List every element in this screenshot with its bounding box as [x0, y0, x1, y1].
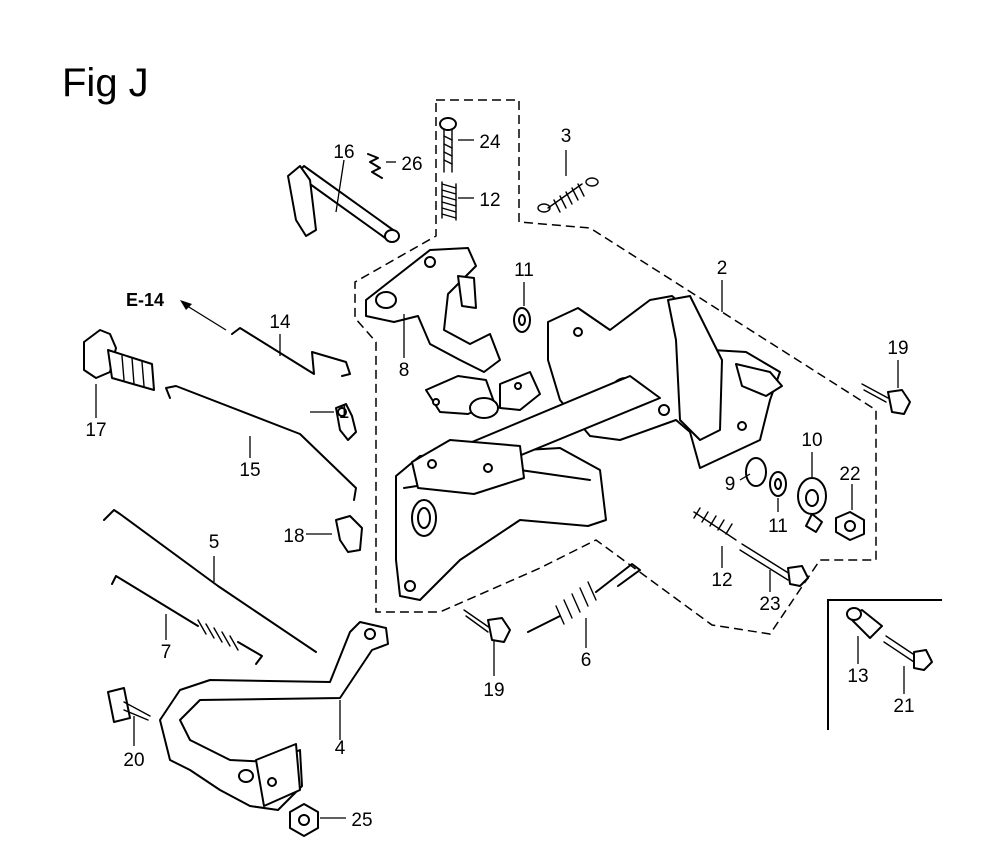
callout-16: 16 [333, 142, 354, 163]
callout-9: 9 [725, 474, 736, 495]
callout-13: 13 [847, 666, 868, 687]
throttle-rod [165, 385, 357, 501]
figure-title: Fig J [62, 61, 149, 105]
callout-17: 17 [85, 420, 106, 441]
callout-22: 22 [839, 464, 860, 485]
spring-3 [537, 177, 599, 213]
clip [367, 153, 383, 179]
washer-9 [745, 457, 767, 487]
reference-label: E-14 [126, 290, 164, 310]
callout-25: 25 [351, 810, 372, 831]
bolt-20 [107, 687, 151, 723]
callout-14: 14 [269, 312, 291, 333]
control-base-plate [547, 295, 783, 469]
washer-upper [513, 307, 531, 333]
callout-10: 10 [801, 430, 822, 451]
collar-13 [846, 607, 883, 639]
callout-23: 23 [759, 594, 780, 615]
bolt-19-upper [861, 383, 911, 415]
brake-arm [159, 621, 389, 811]
nut-22 [835, 511, 865, 541]
governor-spring [111, 575, 263, 665]
callout-7: 7 [161, 642, 172, 663]
callout-19-lower: 19 [483, 680, 504, 701]
callout-4: 4 [335, 738, 346, 759]
callout-15: 15 [239, 460, 260, 481]
callout-labels: 1 2 3 4 5 6 7 8 9 10 11 11 12 12 13 14 1… [85, 126, 914, 831]
pivot-assembly [425, 371, 541, 419]
choke-knob [83, 329, 155, 391]
fastener-1 [335, 403, 357, 441]
callout-5: 5 [209, 532, 220, 553]
governor-arm-bracket [365, 247, 501, 373]
choke-rod [231, 327, 351, 377]
bolt-19-lower [463, 609, 511, 643]
spring-upper [441, 181, 457, 221]
callout-8: 8 [399, 360, 410, 381]
bolt-21 [883, 635, 933, 671]
callout-11-upper: 11 [514, 260, 534, 281]
governor-rod [103, 509, 317, 653]
callout-24: 24 [479, 132, 501, 153]
callout-19-upper: 19 [887, 338, 908, 359]
subassembly-outline [354, 99, 877, 635]
leader-lines [95, 139, 905, 819]
callout-2: 2 [717, 258, 728, 279]
link-plate [411, 375, 661, 495]
callout-1: 1 [339, 402, 350, 423]
callout-12-lower: 12 [711, 570, 732, 591]
collar [797, 477, 827, 533]
throttle-lever [287, 165, 400, 243]
reference-arrow [180, 300, 227, 331]
rod-clip [335, 515, 363, 553]
callout-12-upper: 12 [479, 190, 500, 211]
callout-18: 18 [283, 526, 304, 547]
callout-6: 6 [581, 650, 592, 671]
callout-3: 3 [561, 126, 572, 147]
callout-20: 20 [123, 750, 144, 771]
inset-box [827, 599, 942, 730]
callout-26: 26 [401, 154, 422, 175]
screw [439, 117, 457, 173]
return-spring [527, 563, 641, 633]
spring-lower [693, 507, 737, 541]
nut-25 [289, 803, 319, 837]
callout-11-lower: 11 [768, 516, 788, 537]
callout-21: 21 [893, 696, 914, 717]
washer-lower [769, 471, 787, 497]
bolt-23 [739, 543, 809, 587]
